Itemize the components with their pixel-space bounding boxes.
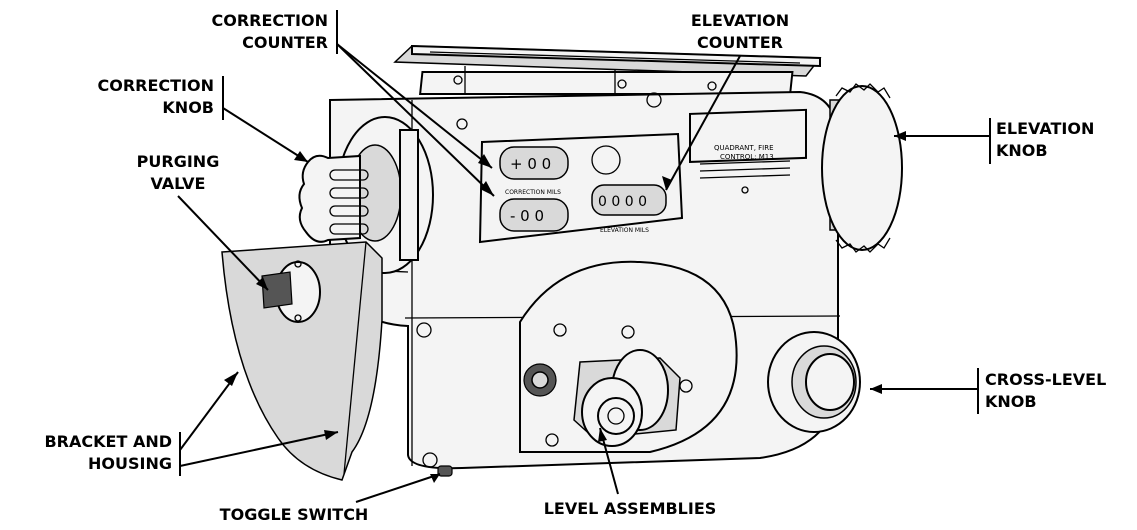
callout-correction-counter: CORRECTION COUNTER [211,10,495,197]
label-elevation-counter-2: COUNTER [697,33,783,52]
nameplate: QUADRANT, FIRE CONTROL: M13 [689,108,807,194]
label-elevation-knob-2: KNOB [996,141,1048,160]
level-assemblies-illustration [519,260,738,453]
callout-toggle-switch: TOGGLE SWITCH [220,473,441,524]
label-toggle-switch: TOGGLE SWITCH [220,505,369,524]
correction-plate-label: CORRECTION MILS [505,189,561,196]
top-rail-assembly [393,44,822,98]
correction-counter-bottom-readout: - 0 0 [510,207,544,225]
elevation-plate-label: ELEVATION MILS [600,227,649,234]
nameplate-title: QUADRANT, FIRE [714,144,774,152]
callout-purging-valve: PURGING VALVE [137,152,269,291]
callout-bracket-housing: BRACKET AND HOUSING [44,371,339,476]
counter-plate: + 0 0 - 0 0 CORRECTION MILS 0 0 0 0 ELEV… [478,132,684,244]
callout-elevation-knob: ELEVATION KNOB [894,118,1094,164]
label-correction-knob-2: KNOB [162,98,214,117]
label-purging-valve-1: PURGING [137,152,220,171]
callout-correction-knob: CORRECTION KNOB [97,76,309,163]
callout-arrowheads [224,131,906,483]
label-correction-counter-1: CORRECTION [211,11,328,30]
cross-level-knob-illustration [767,331,861,433]
nameplate-subtitle: CONTROL: M13 [720,153,774,161]
toggle-switch-illustration [437,465,453,477]
fire-control-quadrant-illustration: + 0 0 - 0 0 CORRECTION MILS 0 0 0 0 ELEV… [221,44,903,481]
label-correction-counter-2: COUNTER [242,33,328,52]
purging-valve-illustration [261,260,321,323]
callout-elevation-counter: ELEVATION COUNTER [665,11,789,191]
correction-counter-top-readout: + 0 0 [510,155,551,173]
elevation-knob-illustration [821,83,903,253]
elevation-counter-readout: 0 0 0 0 [598,194,647,210]
correction-knob-assembly [298,116,434,274]
label-purging-valve-2: VALVE [151,174,206,193]
label-bracket-housing-1: BRACKET AND [44,432,172,451]
label-cross-level-knob-2: KNOB [985,392,1037,411]
label-correction-knob-1: CORRECTION [97,76,214,95]
callout-cross-level-knob: CROSS-LEVEL KNOB [870,368,1106,414]
label-elevation-counter-1: ELEVATION [691,11,789,30]
label-elevation-knob-1: ELEVATION [996,119,1094,138]
label-bracket-housing-2: HOUSING [88,454,172,473]
label-cross-level-knob-1: CROSS-LEVEL [985,370,1106,389]
bracket-housing-illustration [221,241,383,481]
label-level-assemblies: LEVEL ASSEMBLIES [544,499,717,518]
